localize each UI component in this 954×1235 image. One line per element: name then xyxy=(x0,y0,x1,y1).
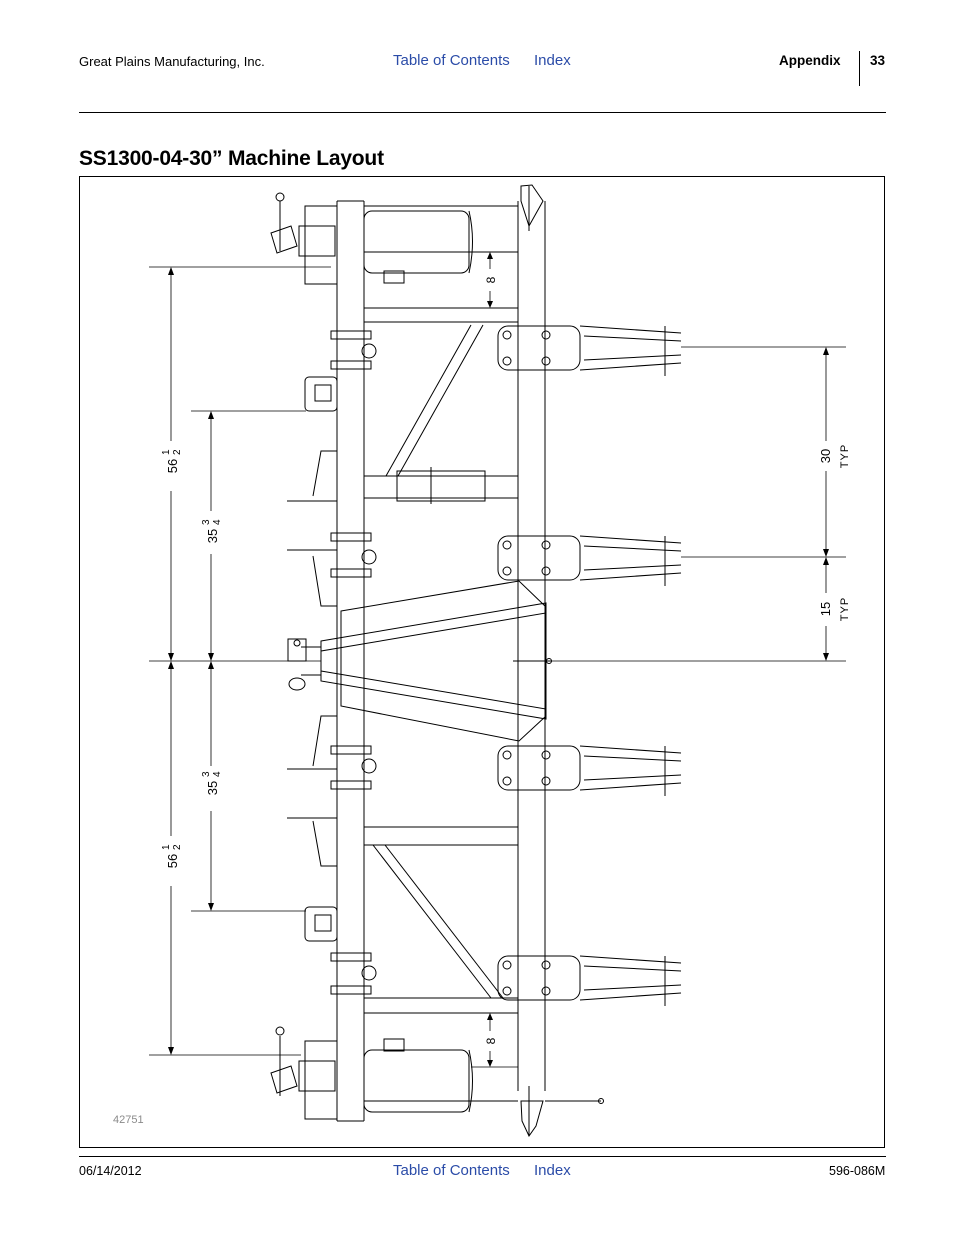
header-toc-link[interactable]: Table of Contents xyxy=(393,52,510,69)
footer-index-link[interactable]: Index xyxy=(534,1162,571,1179)
hitch-assembly xyxy=(287,580,552,742)
document-number: 596-086M xyxy=(829,1164,886,1178)
dim-outer-den-lower: 2 xyxy=(172,844,183,850)
dim-outer-den-upper: 2 xyxy=(172,449,183,455)
machine-layout-figure: 56 1 2 56 1 2 35 3 4 35 3 4 30 TYP 15 TY… xyxy=(79,176,885,1148)
toolbar-clamps xyxy=(304,330,377,995)
footer-date: 06/14/2012 xyxy=(79,1164,142,1178)
gauge-wheel-bottom xyxy=(270,1026,604,1120)
header-divider xyxy=(859,51,860,86)
cross-members xyxy=(363,307,519,1014)
dim-inner-den-upper: 4 xyxy=(212,519,223,525)
dim-inner-whole-upper: 35 xyxy=(205,529,220,543)
dim-outer-whole-upper: 56 xyxy=(165,459,180,473)
page-title: SS1300-04-30” Machine Layout xyxy=(79,147,384,170)
dim-inner-whole-lower: 35 xyxy=(205,781,220,795)
section-name: Appendix xyxy=(779,53,841,68)
dimension-labels: 56 1 2 56 1 2 35 3 4 35 3 4 30 TYP 15 TY… xyxy=(161,276,851,1044)
row-units xyxy=(497,325,682,1006)
figure-id: 42751 xyxy=(113,1114,144,1126)
dim-inner-den-lower: 4 xyxy=(212,771,223,777)
dim-half-spacing: 15 xyxy=(818,602,833,616)
dim-gauge-offset-top: 8 xyxy=(484,276,498,283)
marker-brackets xyxy=(287,450,338,867)
header-rule xyxy=(79,112,886,113)
dim-outer-num-upper: 1 xyxy=(161,449,172,455)
company-name: Great Plains Manufacturing, Inc. xyxy=(79,54,265,69)
dim-inner-num-upper: 3 xyxy=(201,519,212,525)
machine-layout-drawing: 56 1 2 56 1 2 35 3 4 35 3 4 30 TYP 15 TY… xyxy=(149,184,851,1137)
dimension-lines xyxy=(149,253,846,1068)
dimension-arrows xyxy=(168,252,829,1067)
dim-row-spacing-typ: TYP xyxy=(839,444,851,468)
dim-gauge-offset-bottom: 8 xyxy=(484,1037,498,1044)
rear-bar xyxy=(517,184,546,1137)
footer-toc-link[interactable]: Table of Contents xyxy=(393,1162,510,1179)
gauge-wheel-top xyxy=(270,192,518,285)
footer-rule xyxy=(79,1156,886,1157)
header-index-link[interactable]: Index xyxy=(534,52,571,69)
dim-half-spacing-typ: TYP xyxy=(839,597,851,621)
dim-inner-num-lower: 3 xyxy=(201,771,212,777)
dim-row-spacing: 30 xyxy=(818,449,833,463)
dim-outer-num-lower: 1 xyxy=(161,844,172,850)
page-number: 33 xyxy=(870,53,886,68)
dim-outer-whole-lower: 56 xyxy=(165,854,180,868)
